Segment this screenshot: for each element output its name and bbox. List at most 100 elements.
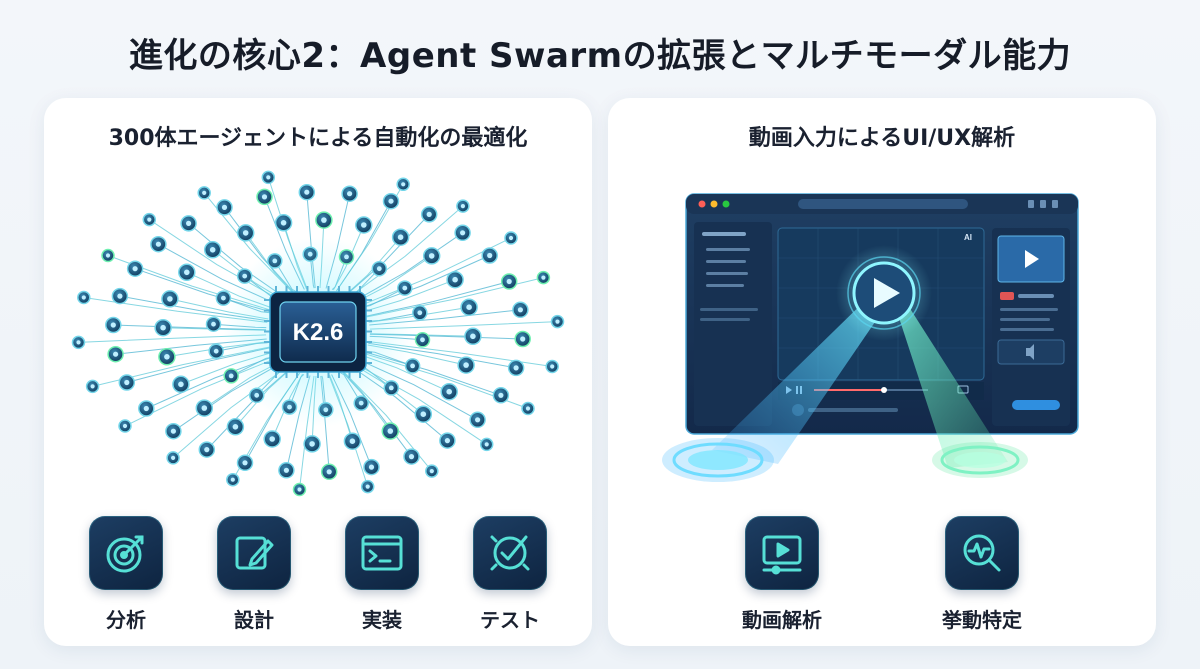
video-analysis-heading: 動画入力によるUI/UX解析 (748, 126, 1016, 151)
agent-node-core (202, 190, 207, 195)
agent-node-core (368, 464, 375, 470)
agent-node-core (297, 487, 302, 492)
agent-node-core (171, 455, 176, 460)
agent-node-core (508, 235, 514, 241)
agent-node-core (160, 324, 166, 331)
agent-node-core (117, 293, 123, 299)
agent-node-core (410, 363, 415, 369)
video-analysis-panel: 動画入力によるUI/UX解析 (608, 98, 1156, 646)
agent-node-core (147, 217, 152, 222)
agent-node-core (475, 417, 481, 423)
agent-node-core (513, 365, 519, 371)
scan-beam-right (890, 290, 1008, 468)
agent-node-core (124, 379, 130, 386)
agent-node-core (184, 269, 190, 276)
agent-node-core (186, 220, 192, 226)
agent-node-core (349, 438, 356, 445)
agent-node-core (209, 247, 216, 253)
agent-node-core (555, 319, 560, 324)
agent-node-core (204, 447, 210, 453)
workflow-item-implementation: 実装 (318, 516, 446, 633)
agent-swarm-panel: 300体エージェントによる自動化の最適化 K2.6 (44, 98, 592, 646)
screen-ai-label: AI (964, 233, 972, 242)
pulse-search-icon (945, 516, 1019, 590)
agent-swarm-heading: 300体エージェントによる自動化の最適化 (108, 126, 528, 151)
agent-node-core (304, 189, 310, 195)
agent-node-core (446, 388, 453, 395)
agent-node-core (420, 411, 427, 417)
agent-node-core (498, 392, 504, 398)
agent-node-core (460, 230, 466, 236)
agent-node-core (326, 469, 332, 475)
agent-network-diagram: K2.6 (71, 170, 565, 497)
agent-node-core (261, 194, 268, 200)
scan-pad-right (932, 442, 1028, 478)
agent-node-core (122, 423, 128, 429)
agent-node-core (388, 198, 394, 204)
agent-node-core (361, 222, 367, 228)
chip-label: K2.6 (293, 319, 344, 346)
agent-node-core (487, 252, 493, 259)
analysis-icons: 動画解析 挙動特定 (608, 516, 1156, 633)
agent-node-core (221, 204, 228, 210)
agent-node-core (132, 266, 138, 272)
agent-node-core (76, 340, 81, 345)
check-icon (473, 516, 547, 590)
workflow-label-analysis: 分析 (106, 608, 146, 632)
agent-node-core (170, 428, 176, 434)
k26-chip: K2.6 (264, 286, 372, 378)
agent-node-core (365, 484, 370, 489)
agent-node-core (283, 467, 289, 473)
agent-node-core (81, 295, 86, 300)
agent-node-core (387, 428, 394, 434)
agent-node-core (266, 175, 271, 180)
agent-node-core (463, 362, 469, 368)
agent-node-core (401, 182, 406, 187)
agent-node-core (397, 234, 404, 240)
analysis-label-behavior: 挙動特定 (942, 608, 1022, 632)
agent-node-core (466, 304, 472, 310)
agent-node-core (420, 337, 425, 343)
scan-beam-left (712, 290, 890, 464)
analysis-item-video: 動画解析 (682, 516, 882, 633)
agent-node-core (105, 253, 111, 258)
terminal-icon (345, 516, 419, 590)
video-ui-illustration: AI (662, 193, 1079, 482)
agent-node-core (517, 307, 523, 313)
edit-icon (217, 516, 291, 590)
agent-node-core (213, 348, 219, 354)
agent-node-core (525, 406, 531, 411)
workflow-item-test: テスト (446, 516, 574, 633)
workflow-item-design: 設計 (190, 516, 318, 633)
agent-node-core (230, 477, 235, 482)
agent-node-core (402, 285, 408, 291)
analysis-label-video: 動画解析 (742, 608, 822, 632)
agent-node-core (110, 322, 116, 328)
agent-node-core (143, 405, 149, 412)
agent-node-core (113, 351, 119, 357)
agent-node-core (484, 442, 489, 447)
agent-node-core (426, 211, 432, 217)
workflow-label-test: テスト (480, 608, 540, 632)
agent-node-core (242, 230, 249, 236)
agent-node-core (428, 253, 435, 259)
agent-node-core (550, 364, 555, 369)
agent-node-core (90, 384, 95, 389)
agent-node-core (167, 296, 173, 302)
agent-node-core (211, 321, 216, 327)
agent-node-core (347, 191, 353, 197)
workflow-item-analysis: 分析 (62, 516, 190, 633)
agent-node-core (429, 469, 434, 474)
agent-node-core (520, 336, 526, 342)
agent-node-core (444, 438, 450, 444)
agent-node-core (417, 310, 423, 316)
agent-nodes (71, 170, 565, 497)
agent-node-core (452, 276, 458, 283)
agent-node-core (155, 241, 161, 247)
analysis-item-behavior: 挙動特定 (882, 516, 1082, 633)
workflow-icons: 分析 設計 実装 (44, 516, 592, 633)
agent-node-core (309, 441, 315, 447)
agent-node-core (280, 220, 287, 226)
workflow-label-design: 設計 (234, 608, 274, 632)
agent-node-core (178, 381, 184, 388)
